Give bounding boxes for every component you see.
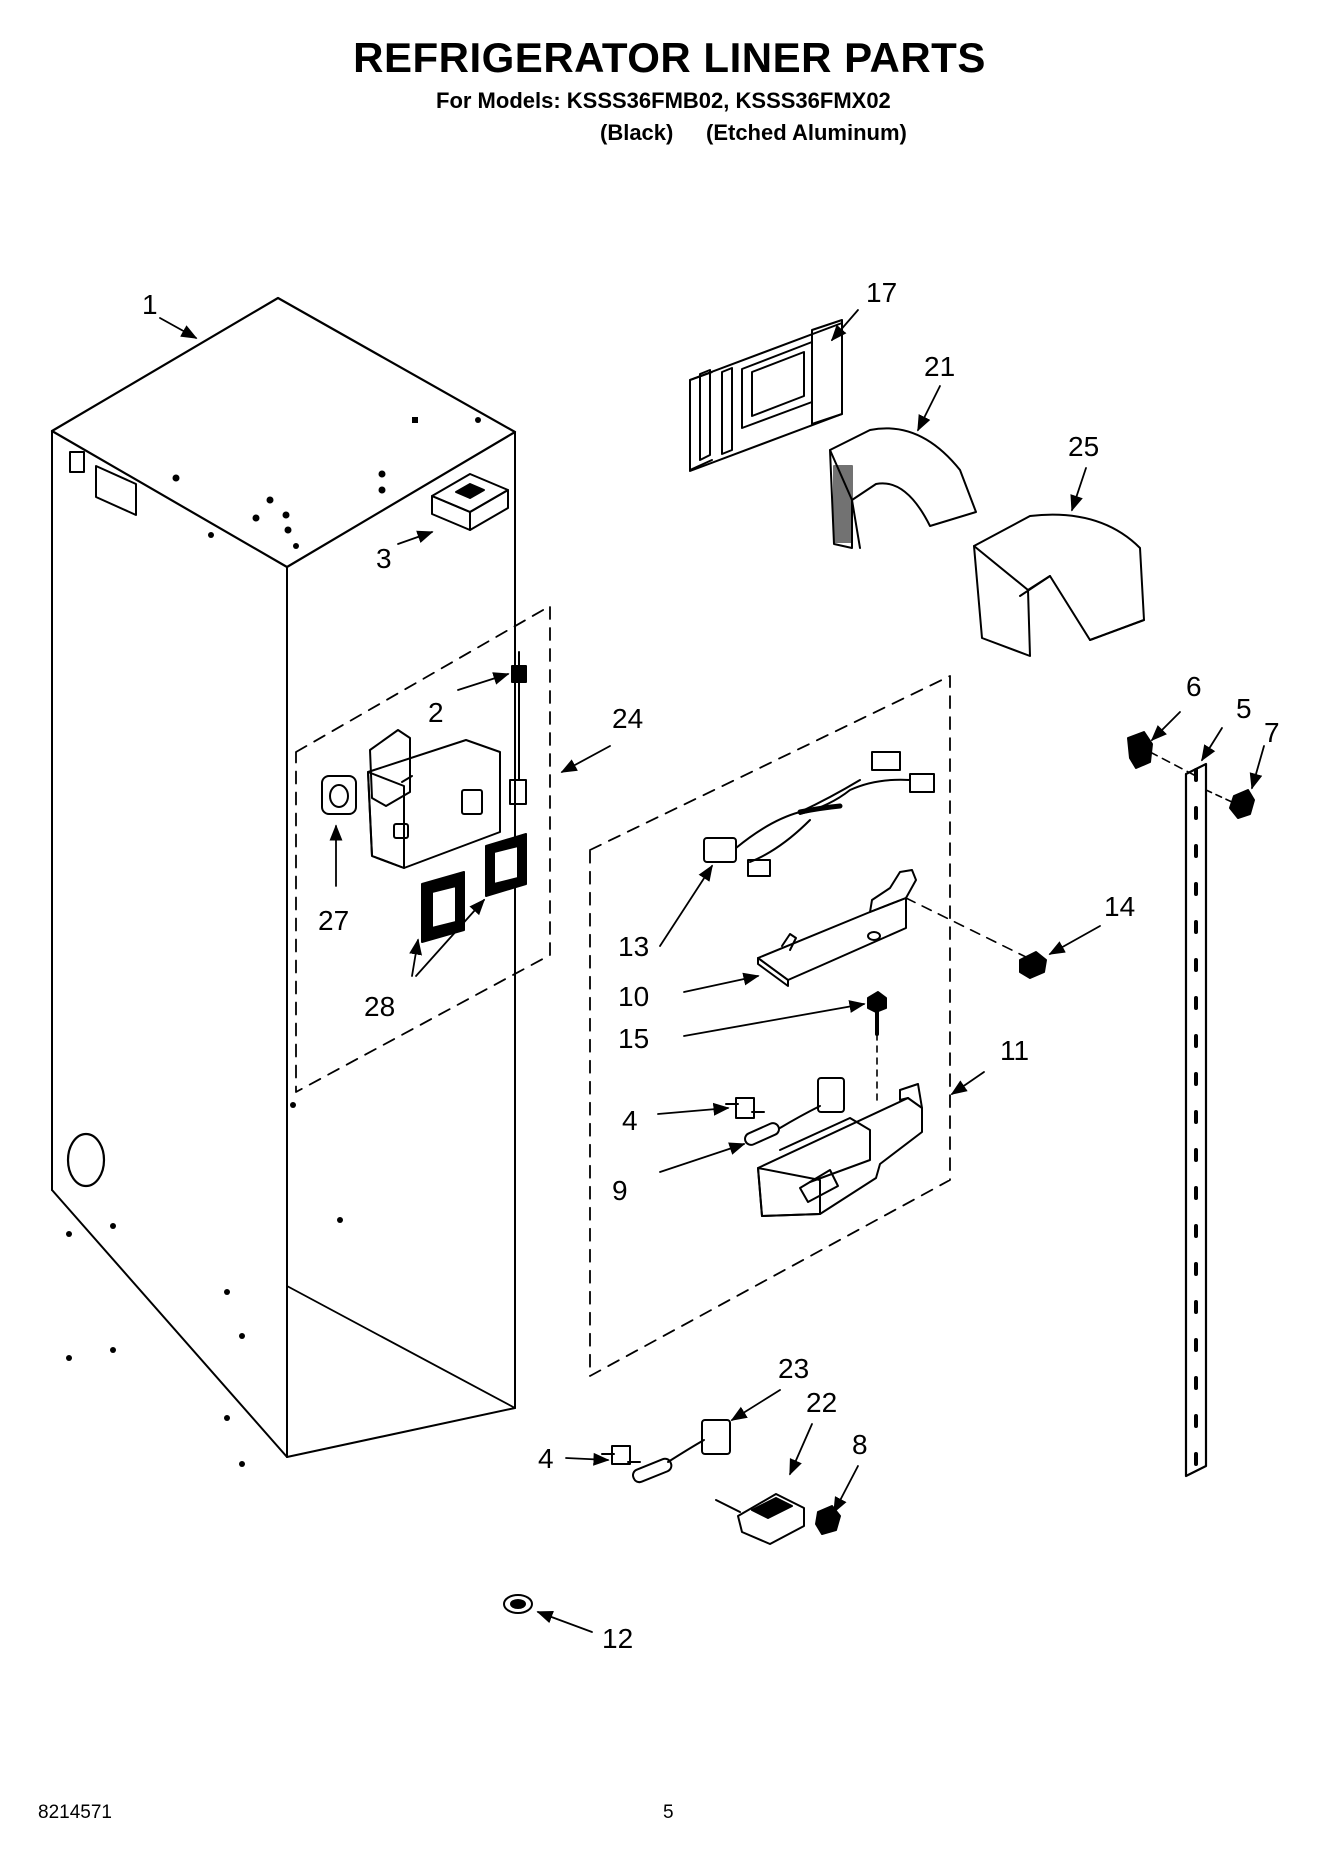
insulation-pads-part-28 (421, 833, 527, 943)
models-line: For Models: KSSS36FMB02, KSSS36FMX02 (436, 88, 891, 113)
callout-28: 28 (364, 991, 395, 1022)
wire-lead-part-2 (509, 651, 527, 805)
callout-25: 25 (1068, 431, 1099, 462)
callout-2: 2 (428, 697, 444, 728)
clip-part-4-upper (725, 1097, 765, 1119)
duct-cover-part-21 (829, 427, 977, 549)
plug-part-12 (503, 1594, 533, 1614)
switch-part-22 (715, 1493, 805, 1545)
screw-part-8 (815, 1505, 841, 1535)
callout-6: 6 (1186, 671, 1202, 702)
screw-part-15 (867, 991, 887, 1036)
color-aluminum-label: (Etched Aluminum) (706, 120, 907, 145)
clip-part-4-lower (601, 1445, 641, 1465)
callout-17: 17 (866, 277, 897, 308)
callout-8: 8 (852, 1429, 868, 1460)
callout-14: 14 (1104, 891, 1135, 922)
wire-harness-part-13 (703, 751, 935, 877)
callout-15: 15 (618, 1023, 649, 1054)
callout-4-lower: 4 (538, 1443, 554, 1474)
callout-11: 11 (1000, 1035, 1029, 1066)
screw-part-14 (905, 897, 1047, 979)
callout-22: 22 (806, 1387, 837, 1418)
callout-labels: 1 2 3 24 27 28 17 21 25 6 5 7 13 14 10 1… (142, 277, 1280, 1654)
frame-part-17 (689, 319, 843, 472)
control-bracket-part-10 (757, 869, 917, 987)
thermistor-part-9 (744, 1077, 845, 1146)
callout-5: 5 (1236, 693, 1252, 724)
liner-cabinet (50, 296, 517, 1467)
rail-part-5 (1184, 762, 1208, 1478)
callout-27: 27 (318, 905, 349, 936)
thermistor-part-23 (632, 1419, 731, 1484)
leader-arrows (159, 309, 1265, 1633)
callout-3: 3 (376, 543, 392, 574)
callout-21: 21 (924, 351, 955, 382)
duct-cover-part-25 (973, 513, 1145, 657)
callout-4-upper: 4 (622, 1105, 638, 1136)
clip-part-6 (1127, 731, 1197, 777)
callout-23: 23 (778, 1353, 809, 1384)
page-number: 5 (663, 1802, 674, 1823)
callout-24: 24 (612, 703, 643, 734)
group-outline-24 (295, 605, 551, 1093)
screw-part-7 (1205, 789, 1255, 819)
group-outline-control (589, 675, 951, 1377)
top-insert-part-3 (431, 473, 509, 531)
sensor-housing-part-11 (757, 1033, 923, 1217)
callout-9: 9 (612, 1175, 628, 1206)
callout-10: 10 (618, 981, 649, 1012)
callout-7: 7 (1264, 717, 1280, 748)
callout-12: 12 (602, 1623, 633, 1654)
grommet-part-27 (321, 775, 357, 815)
color-black-label: (Black) (600, 120, 674, 145)
callout-1: 1 (142, 289, 158, 320)
callout-13: 13 (618, 931, 649, 962)
document-number: 8214571 (38, 1802, 112, 1823)
mounting-bracket-part-24 (367, 729, 501, 869)
page-title: REFRIGERATOR LINER PARTS (353, 34, 986, 81)
